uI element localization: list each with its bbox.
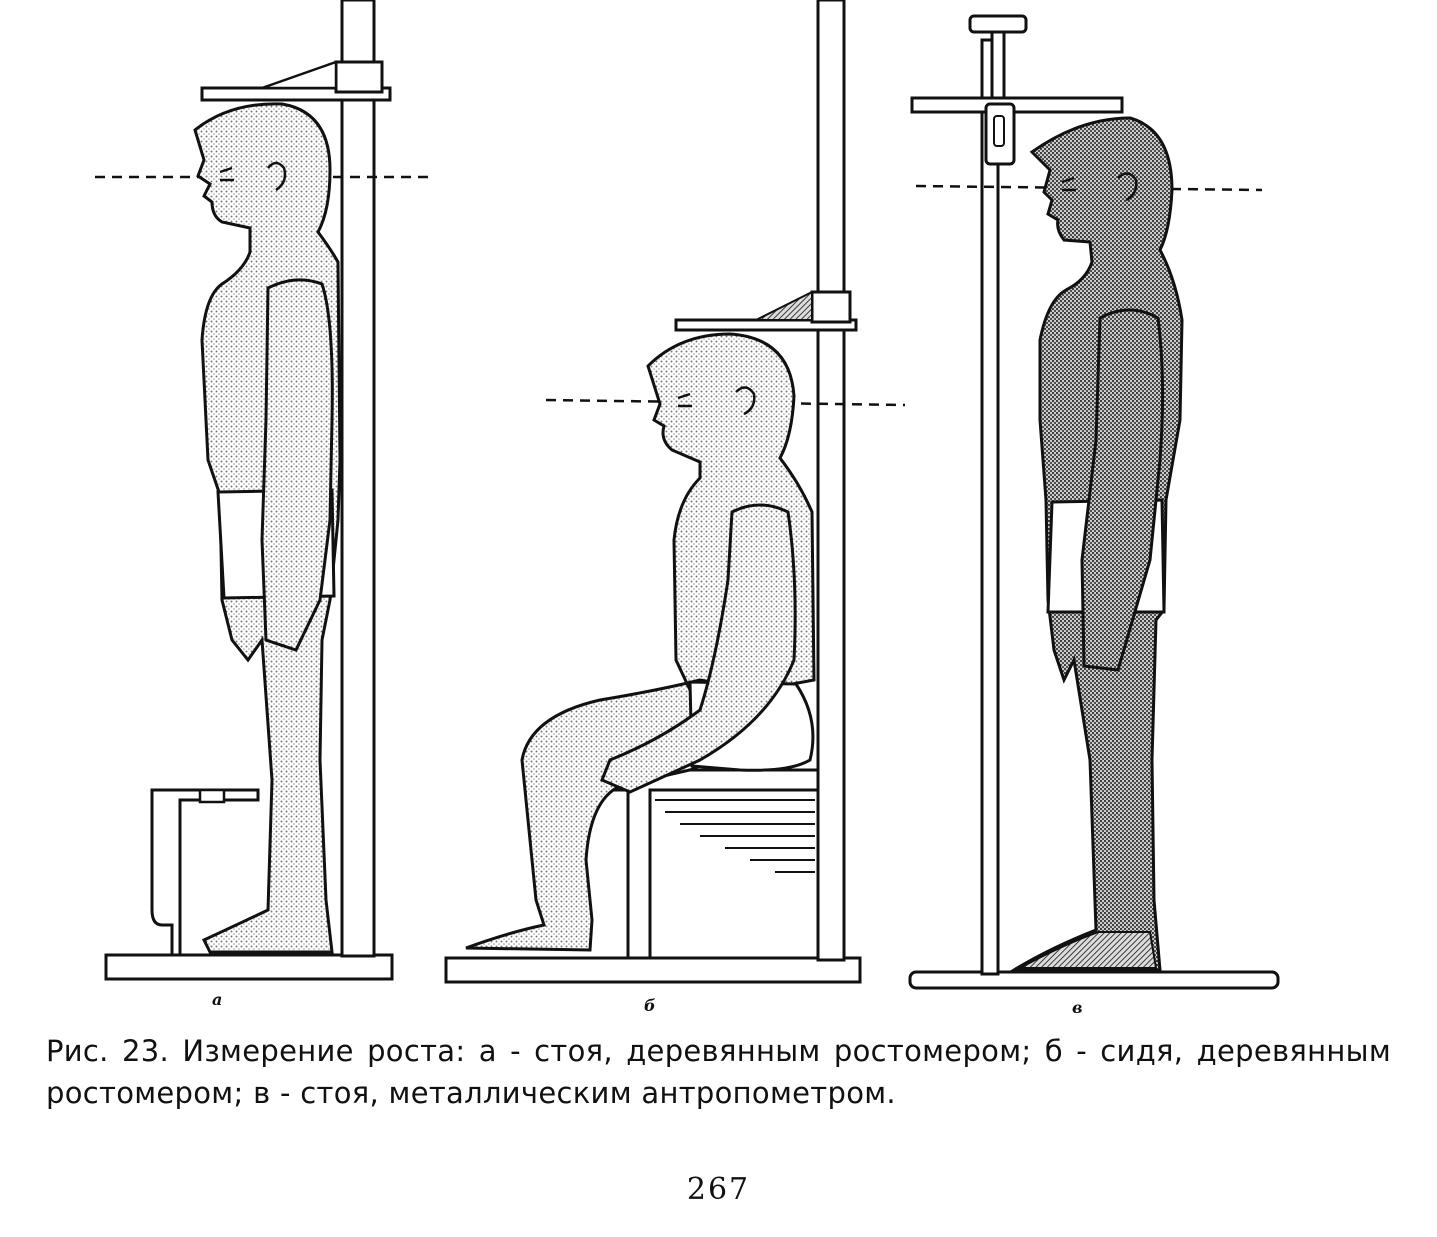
panel-a-ear [267,161,287,192]
panel-b-pole [816,0,846,962]
panel-a-standing-wooden [95,0,430,981]
panel-b-sitting-wooden [444,0,906,984]
panel-b-eye [677,392,692,408]
panel-c-knob-stem [990,30,1006,100]
panel-c-arm [1080,308,1165,672]
measurement-illustration [95,0,1280,990]
panel-c-base [908,970,1280,990]
panel-b-slider [810,290,852,324]
panel-a-arm [260,278,334,652]
panel-a-stool-notch [198,788,226,804]
panel-b-bench-seat [612,768,820,960]
panel-a-label: а [212,990,223,1009]
panel-b-bench-shading [655,799,815,873]
panel-c-foot-hatch [1019,931,1158,969]
panel-a-stool [150,788,260,957]
panel-c-crossbar [910,96,1124,114]
panel-a-base [104,953,394,981]
panel-c-rod [980,38,1000,976]
panel-b-arm [600,503,797,794]
panel-b-ear [735,386,756,416]
panel-c-slider-window [993,115,1005,147]
panel-c-knob [968,14,1028,34]
panel-a-eye [219,166,234,182]
panel-b-bracket [755,290,813,321]
panel-c-standing-metal [908,14,1280,990]
panel-a-bracket [261,60,338,90]
panel-c-label: в [1072,998,1083,1017]
panel-b-label: б [644,996,656,1015]
panel-c-ear [1117,172,1138,202]
figure-caption: Рис. 23. Измерение роста: а - стоя, дере… [46,1034,1391,1110]
panel-b-base [444,956,862,984]
panel-c-eye [1061,176,1076,192]
panel-a-pole [340,0,376,958]
page-number: 267 [686,1172,751,1207]
panel-a-slider [334,60,384,94]
panel-b-person-body [465,332,816,952]
